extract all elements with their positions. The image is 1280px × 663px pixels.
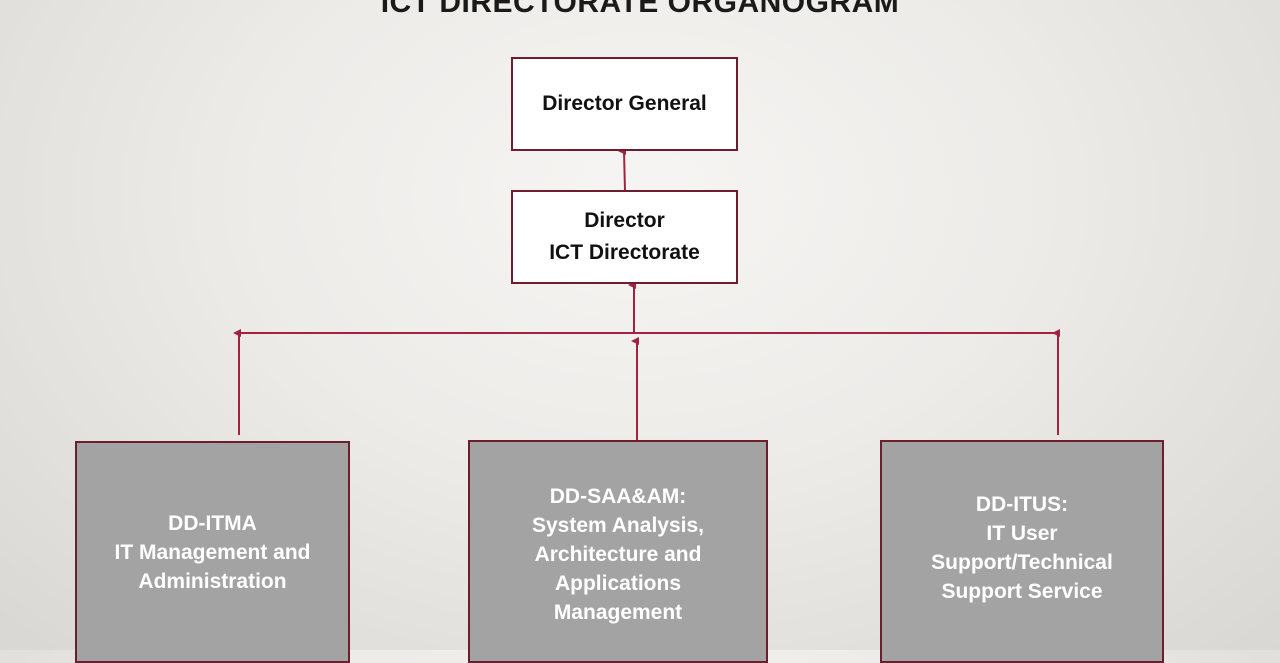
node-dd-itus-line-4: Support Service xyxy=(941,580,1103,603)
node-director-general: Director General xyxy=(511,57,738,151)
node-director-general-line-1: Director General xyxy=(542,92,707,115)
node-dd-saa-am-line-3: Architecture and xyxy=(534,543,702,566)
node-dd-itus-line-2: IT User xyxy=(986,522,1058,545)
node-dd-itma: DD-ITMA IT Management and Administration xyxy=(75,441,350,663)
connector-director-to-dg xyxy=(618,146,627,192)
node-dd-itma-line-2: IT Management and xyxy=(114,541,311,564)
node-director-ict-line-2: ICT Directorate xyxy=(549,241,700,264)
node-dd-saa-am: DD-SAA&AM: System Analysis, Architecture… xyxy=(468,440,768,663)
node-dd-itus-line-3: Support/Technical xyxy=(931,551,1113,574)
node-dd-itus-line-1: DD-ITUS: xyxy=(975,493,1069,516)
node-dd-saa-am-line-1: DD-SAA&AM: xyxy=(549,485,687,508)
node-dd-itma-line-3: Administration xyxy=(138,570,287,593)
node-director-ict-line-1: Director xyxy=(584,209,665,232)
node-dd-saa-am-line-5: Management xyxy=(553,601,683,624)
node-dd-itus: DD-ITUS: IT User Support/Technical Suppo… xyxy=(880,440,1164,663)
node-director-ict: Director ICT Directorate xyxy=(511,190,738,284)
organogram-title: ICT DIRECTORATE ORGANOGRAM xyxy=(380,0,900,19)
node-dd-saa-am-line-4: Applications xyxy=(554,572,681,595)
node-dd-saa-am-line-2: System Analysis, xyxy=(532,514,704,537)
node-dd-itma-line-1: DD-ITMA xyxy=(168,512,257,535)
